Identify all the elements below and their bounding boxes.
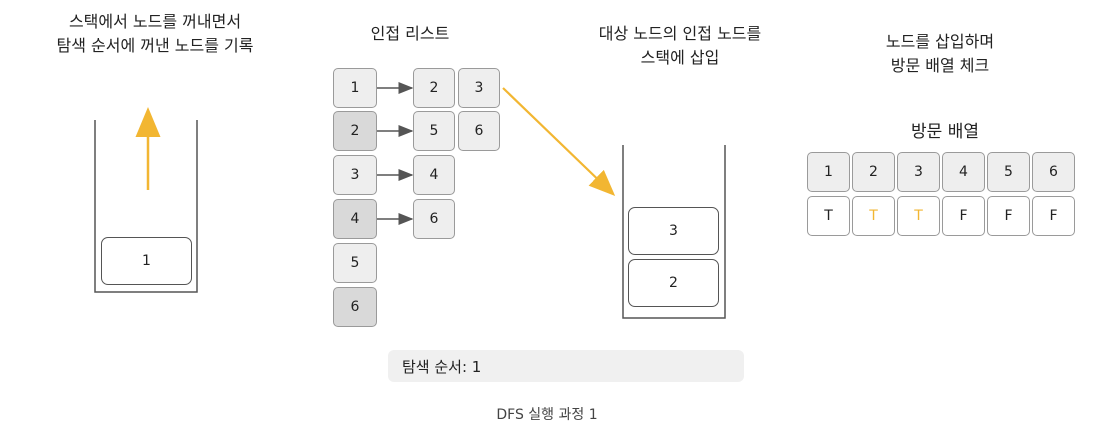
adj-neighbor-3-1: 4: [413, 155, 455, 195]
adjacency-title: 인접 리스트: [370, 24, 450, 43]
push-arrow: [502, 87, 616, 197]
visited-value-5: F: [987, 196, 1030, 236]
visited-array-title: 방문 배열: [911, 122, 979, 142]
pop-caption: 스택에서 노드를 꺼내면서 탐색 순서에 꺼낸 노드를 기록: [10, 10, 300, 58]
right-stack-item-bottom: 2: [628, 259, 719, 307]
visited-header-3: 3: [897, 152, 940, 192]
adj-node-1: 1: [333, 68, 377, 108]
adj-node-3: 3: [333, 155, 377, 195]
visit-caption-line2: 방문 배열 체크: [890, 56, 990, 75]
pop-caption-line1: 스택에서 노드를 꺼내면서: [68, 12, 242, 31]
figure-caption: DFS 실행 과정 1: [496, 407, 598, 423]
left-stack-outline: [94, 120, 198, 293]
visited-header-4: 4: [942, 152, 985, 192]
push-caption-line2: 스택에 삽입: [640, 48, 720, 67]
push-caption-line1: 대상 노드의 인접 노드를: [598, 24, 762, 43]
adj-neighbor-1-1: 2: [413, 68, 455, 108]
adj-neighbor-2-2: 6: [458, 111, 500, 151]
right-stack-item-top: 3: [628, 207, 719, 255]
adj-neighbor-1-2: 3: [458, 68, 500, 108]
right-stack-outline: [622, 145, 726, 319]
push-caption: 대상 노드의 인접 노드를 스택에 삽입: [560, 22, 800, 70]
search-order-bar: 탐색 순서: 1: [388, 350, 744, 382]
adj-node-4: 4: [333, 199, 377, 239]
visited-header-6: 6: [1032, 152, 1075, 192]
adj-node-6: 6: [333, 287, 377, 327]
visited-value-2: T: [852, 196, 895, 236]
visited-header-1: 1: [807, 152, 850, 192]
left-stack-item: 1: [101, 237, 192, 285]
adj-neighbor-4-1: 6: [413, 199, 455, 239]
adj-node-5: 5: [333, 243, 377, 283]
adj-node-2: 2: [333, 111, 377, 151]
visited-value-6: F: [1032, 196, 1075, 236]
adj-neighbor-2-1: 5: [413, 111, 455, 151]
visited-value-4: F: [942, 196, 985, 236]
visit-caption-line1: 노드를 삽입하며: [885, 32, 995, 51]
visited-value-3: T: [897, 196, 940, 236]
visited-header-5: 5: [987, 152, 1030, 192]
visit-caption: 노드를 삽입하며 방문 배열 체크: [830, 30, 1050, 78]
pop-caption-line2: 탐색 순서에 꺼낸 노드를 기록: [56, 36, 254, 55]
visited-value-1: T: [807, 196, 850, 236]
visited-header-2: 2: [852, 152, 895, 192]
